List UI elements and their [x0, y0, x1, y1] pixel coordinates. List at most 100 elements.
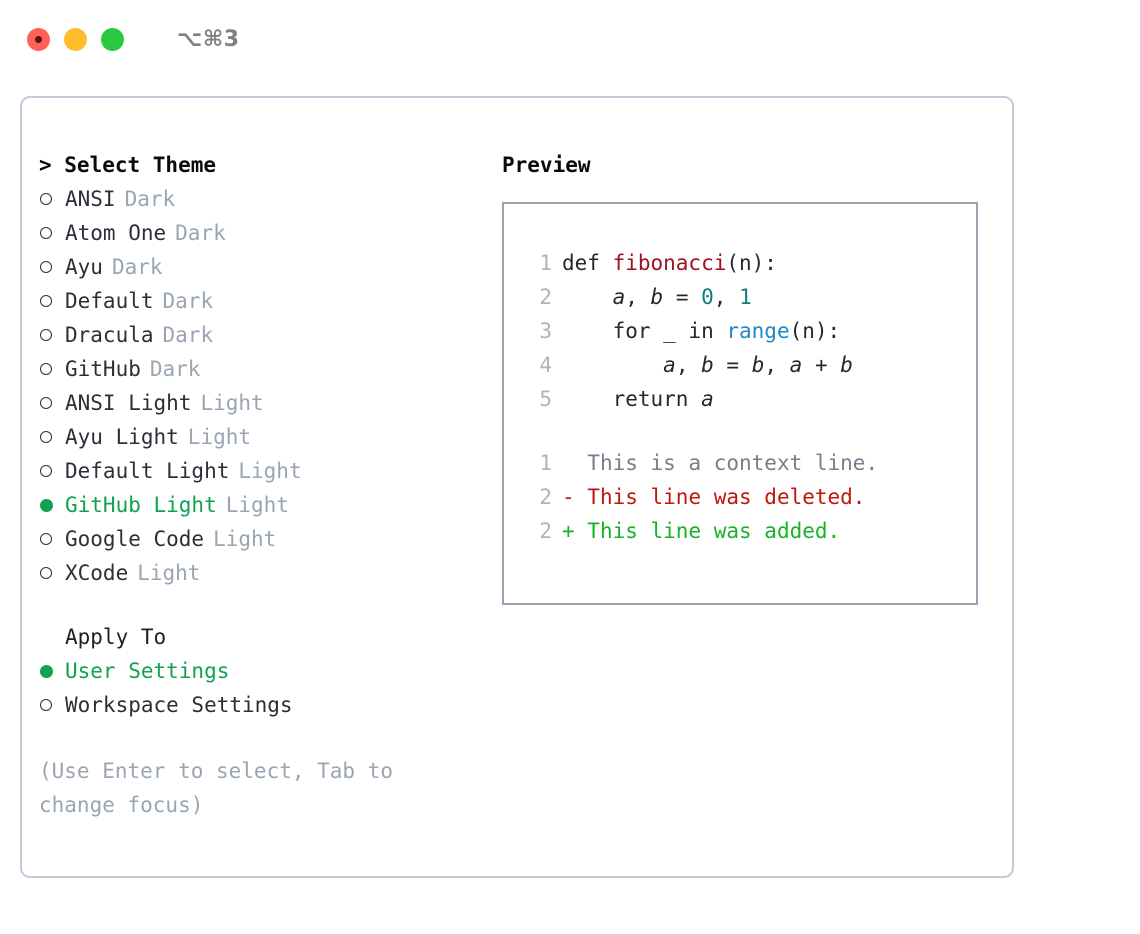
radio-ring	[40, 261, 52, 273]
theme-option[interactable]: Dracula Dark	[39, 318, 469, 352]
window-controls	[27, 27, 124, 51]
theme-option[interactable]: ANSI Dark	[39, 182, 469, 216]
code-token-num: 0	[701, 285, 714, 309]
theme-option-label: ANSI Light	[65, 391, 192, 415]
diff-text: This line was added.	[587, 519, 841, 543]
radio-ring	[40, 465, 52, 477]
code-token-var: a	[701, 387, 714, 411]
code-token-num: 1	[739, 285, 752, 309]
theme-option-type: Light	[200, 391, 264, 415]
close-button-icon[interactable]	[27, 27, 50, 51]
diff-line-text-add: + This line was added.	[562, 514, 840, 548]
code-token-plain	[562, 353, 663, 377]
radio-ring	[40, 193, 52, 205]
code-line-number: 1	[539, 251, 552, 275]
theme-option-label: Ayu	[65, 255, 103, 279]
code-line-number: 2	[539, 285, 552, 309]
diff-line-text-ctx: This is a context line.	[562, 446, 878, 480]
radio-ring	[40, 567, 52, 579]
radio-ring	[40, 295, 52, 307]
code-token-plain: ,	[764, 353, 790, 377]
diff-line-number: 1	[539, 451, 552, 475]
theme-option-type: Light	[238, 459, 302, 483]
theme-option-type: Light	[213, 527, 277, 551]
theme-option-label: GitHub Light	[65, 493, 217, 517]
diff-sign: +	[562, 519, 588, 543]
theme-option[interactable]: ANSI Light Light	[39, 386, 469, 420]
code-line: 4 a, b = b, a + b	[526, 348, 976, 382]
theme-option-type: Dark	[111, 255, 163, 279]
apply-to-option-label: Workspace Settings	[65, 693, 293, 717]
diff-line: 2- This line was deleted.	[526, 480, 976, 514]
theme-option-type: Dark	[149, 357, 201, 381]
code-token-var: a	[612, 285, 626, 309]
diff-text: This line was deleted.	[587, 485, 866, 509]
radio-ring	[40, 397, 52, 409]
code-token-plain: ,	[675, 353, 702, 377]
code-line-text: return a	[562, 382, 714, 416]
theme-option-label: Google Code	[65, 527, 205, 551]
theme-option-label: Ayu Light	[65, 425, 179, 449]
apply-to-option[interactable]: Workspace Settings	[39, 688, 469, 722]
code-token-plain: for _ in	[562, 319, 727, 343]
radio-ring	[40, 363, 52, 375]
code-token-plain: return	[562, 387, 702, 411]
zoom-button-icon[interactable]	[101, 27, 124, 51]
minimize-button-icon[interactable]	[64, 27, 87, 51]
diff-sample: 1 This is a context line.2- This line wa…	[526, 446, 976, 548]
theme-option[interactable]: GitHub Dark	[39, 352, 469, 386]
code-token-var: b	[840, 353, 853, 377]
diff-text: This is a context line.	[587, 451, 879, 475]
code-token-plain: =	[663, 285, 702, 309]
diff-line-number: 2	[539, 519, 552, 543]
code-token-var: b	[751, 353, 765, 377]
theme-option-label: ANSI	[65, 187, 116, 211]
code-line: 3 for _ in range(n):	[526, 314, 976, 348]
code-token-plain: ,	[713, 285, 740, 309]
code-token-fn: fibonacci	[612, 251, 727, 275]
code-line-text: a, b = b, a + b	[562, 348, 853, 382]
radio-ring	[40, 329, 52, 341]
theme-option-label: Dracula	[65, 323, 154, 347]
keyboard-shortcut-label: ⌥⌘3	[177, 26, 240, 52]
theme-option[interactable]: Ayu Dark	[39, 250, 469, 284]
code-line-text: a, b = 0, 1	[562, 280, 752, 314]
apply-to-option[interactable]: User Settings	[39, 654, 469, 688]
theme-option-type: Dark	[124, 187, 176, 211]
code-token-plain: =	[713, 353, 752, 377]
code-token-plain: +	[802, 353, 841, 377]
titlebar: ⌥⌘3	[0, 0, 1140, 78]
radio-ring	[40, 533, 52, 545]
diff-line-text-del: - This line was deleted.	[562, 480, 865, 514]
code-line-number: 5	[539, 387, 552, 411]
radio-ring	[40, 699, 52, 711]
preview-title: Preview	[502, 153, 591, 177]
theme-option-label: GitHub	[65, 357, 141, 381]
code-token-plain: (n):	[726, 251, 777, 275]
theme-option-type: Dark	[162, 289, 214, 313]
code-line: 2 a, b = 0, 1	[526, 280, 976, 314]
apply-to-header: Apply To	[65, 625, 167, 649]
code-line-text: for _ in range(n):	[562, 314, 841, 348]
theme-option-type: Light	[137, 561, 201, 585]
code-token-call: range	[726, 319, 790, 343]
theme-option[interactable]: Google Code Light	[39, 522, 469, 556]
radio-dot	[40, 665, 53, 678]
code-token-var: a	[789, 353, 803, 377]
code-token-plain	[562, 285, 613, 309]
code-token-plain: (n):	[789, 319, 841, 343]
theme-option-label: XCode	[65, 561, 129, 585]
theme-option-type: Dark	[162, 323, 214, 347]
theme-option[interactable]: XCode Light	[39, 556, 469, 590]
diff-sign: -	[562, 485, 588, 509]
